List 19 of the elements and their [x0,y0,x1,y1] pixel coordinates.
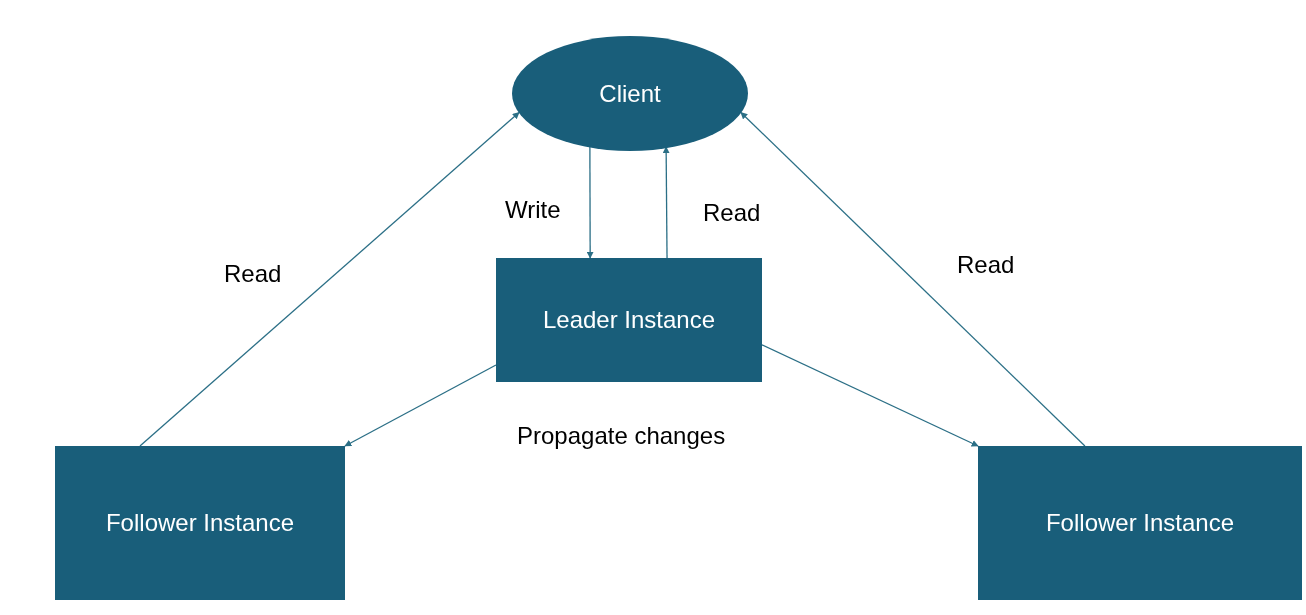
edge-label: Read [957,251,1015,279]
arrow [761,344,979,447]
node-label: Client [599,79,661,108]
arrow [740,111,1086,447]
node-label: Leader Instance [542,306,716,334]
arrow [139,111,520,447]
edge-label: Read [224,260,282,288]
arrow [586,146,594,259]
leader-box [496,258,762,382]
note-label: Propagate changes [517,422,726,450]
follower-box [55,446,345,600]
client-ellipse [512,36,748,151]
node-label: Follower Instance [1045,509,1235,537]
arrow [344,364,497,447]
follower-box [978,446,1302,600]
node-label: Follower Instance [105,509,295,537]
arrow [662,146,670,259]
edge-label: Read [703,199,761,227]
edge-label: Write [505,196,561,224]
